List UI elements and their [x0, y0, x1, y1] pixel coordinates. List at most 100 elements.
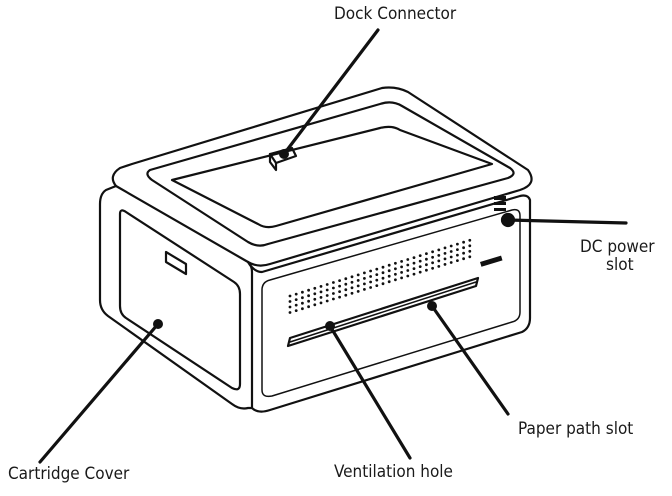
vent-hole	[462, 240, 465, 244]
vent-hole	[468, 249, 472, 253]
vent-hole	[338, 290, 341, 293]
vent-hole	[406, 269, 410, 272]
leader-dot-cartridge-cover	[153, 319, 163, 329]
vent-hole	[288, 305, 292, 309]
vent-hole	[437, 259, 441, 263]
vent-hole	[431, 250, 434, 254]
printer-front-face	[246, 194, 532, 413]
vent-hole	[307, 294, 310, 298]
vent-hole	[394, 272, 397, 276]
vent-hole	[369, 269, 372, 273]
vent-hole	[406, 274, 410, 278]
cartridge-cover-latch	[164, 250, 188, 276]
vent-hole	[381, 282, 385, 286]
vent-hole	[332, 297, 335, 301]
vent-hole	[350, 291, 354, 295]
vent-hole	[387, 269, 391, 273]
vent-hole	[325, 283, 329, 286]
vent-hole	[400, 271, 403, 274]
leader-paper-path-slot	[430, 304, 510, 416]
vent-hole	[356, 290, 360, 293]
vent-hole	[301, 301, 304, 305]
vent-hole	[449, 261, 453, 264]
vent-hole	[456, 259, 459, 262]
vent-hole	[313, 286, 317, 290]
vent-hole	[301, 290, 304, 294]
leader-dock-connector	[282, 28, 380, 156]
vent-hole	[400, 276, 403, 280]
leader-dc-power	[506, 218, 628, 225]
vent-hole	[356, 279, 360, 282]
printer-top-inner	[146, 101, 515, 247]
vent-hole	[456, 242, 459, 246]
vent-hole	[468, 255, 472, 259]
vent-hole	[332, 292, 335, 295]
printer-illustration	[98, 86, 533, 413]
leader-lines	[38, 28, 628, 464]
vent-hole	[338, 284, 341, 288]
vent-hole	[462, 246, 465, 250]
vent-hole	[418, 254, 422, 257]
vent-hole	[375, 267, 379, 271]
vent-hole	[344, 282, 348, 286]
vent-hole	[443, 257, 447, 261]
vent-hole	[288, 311, 292, 314]
printer-left-side	[98, 184, 254, 410]
vent-hole	[319, 296, 323, 299]
vent-hole	[363, 277, 366, 280]
vent-hole	[294, 303, 298, 307]
vent-hole	[363, 282, 366, 286]
vent-hole	[431, 266, 434, 270]
vent-hole	[387, 274, 391, 278]
vent-hole	[325, 299, 329, 303]
printer-top-outline	[111, 86, 533, 267]
vent-hole	[344, 277, 348, 281]
vent-hole	[325, 294, 329, 297]
vent-hole	[344, 288, 348, 292]
vent-hole	[288, 294, 292, 298]
vent-hole	[400, 265, 403, 269]
vent-hole	[313, 292, 317, 296]
vent-hole	[356, 273, 360, 277]
vent-hole	[418, 259, 422, 263]
vent-hole	[381, 276, 385, 280]
label-cartridge-cover: Cartridge Cover	[8, 464, 130, 484]
vent-hole	[325, 288, 329, 292]
leader-dot-ventilation-hole	[325, 321, 335, 331]
label-dock-connector: Dock Connector	[334, 4, 457, 24]
vent-hole	[406, 263, 410, 267]
vent-hole	[363, 288, 366, 291]
vent-hole	[319, 290, 323, 294]
vent-hole	[437, 265, 441, 268]
vent-hole	[375, 284, 379, 287]
label-paper-path-slot: Paper path slot	[518, 419, 633, 439]
vent-hole	[449, 244, 453, 248]
label-ventilation-hole: Ventilation hole	[334, 462, 453, 482]
vent-hole	[369, 280, 372, 284]
vent-hole	[400, 260, 403, 263]
vent-hole	[437, 254, 441, 257]
vent-hole	[449, 250, 453, 253]
vent-hole	[412, 272, 416, 276]
vent-hole	[418, 270, 422, 274]
vent-hole	[319, 285, 323, 288]
vent-hole	[307, 305, 310, 309]
vent-hole	[425, 252, 428, 256]
vent-hole	[394, 267, 397, 271]
vent-hole	[338, 295, 341, 299]
vent-hole	[406, 258, 410, 261]
vent-hole	[313, 303, 317, 307]
vent-hole	[394, 261, 397, 265]
vent-hole	[437, 248, 441, 252]
vent-hole	[468, 244, 472, 248]
printer-top-panel	[170, 125, 494, 229]
vent-hole	[462, 257, 465, 261]
vent-hole	[394, 278, 397, 282]
leader-dot-dc-power	[502, 214, 514, 226]
vent-hole	[375, 273, 379, 276]
vent-hole	[375, 278, 379, 282]
vent-hole	[301, 296, 304, 300]
vent-hole	[332, 281, 335, 284]
vent-hole	[369, 286, 372, 289]
